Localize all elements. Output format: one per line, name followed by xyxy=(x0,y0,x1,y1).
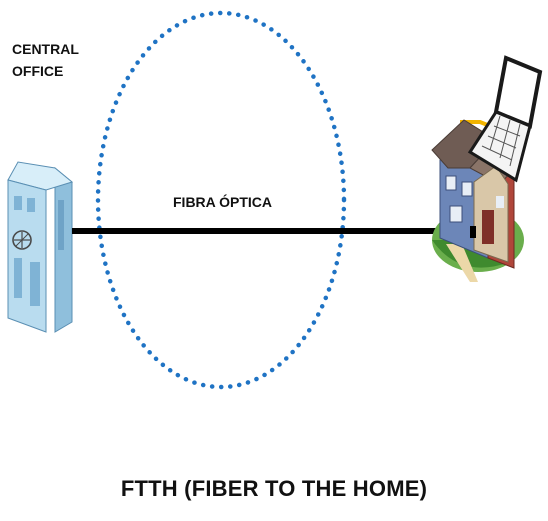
central-office-label-line2: OFFICE xyxy=(12,63,64,79)
laptop-icon xyxy=(467,55,543,183)
dotted-circle xyxy=(95,10,347,390)
home-laptop-icon xyxy=(431,119,524,282)
central-office-building-icon xyxy=(7,161,74,333)
fiber-optic-label: FIBRA ÓPTICA xyxy=(173,194,273,210)
central-office-label-line1: CENTRAL xyxy=(12,41,79,57)
central-office-label: CENTRAL OFFICE xyxy=(12,38,79,82)
diagram-caption: FTTH (FIBER TO THE HOME) xyxy=(120,476,428,501)
